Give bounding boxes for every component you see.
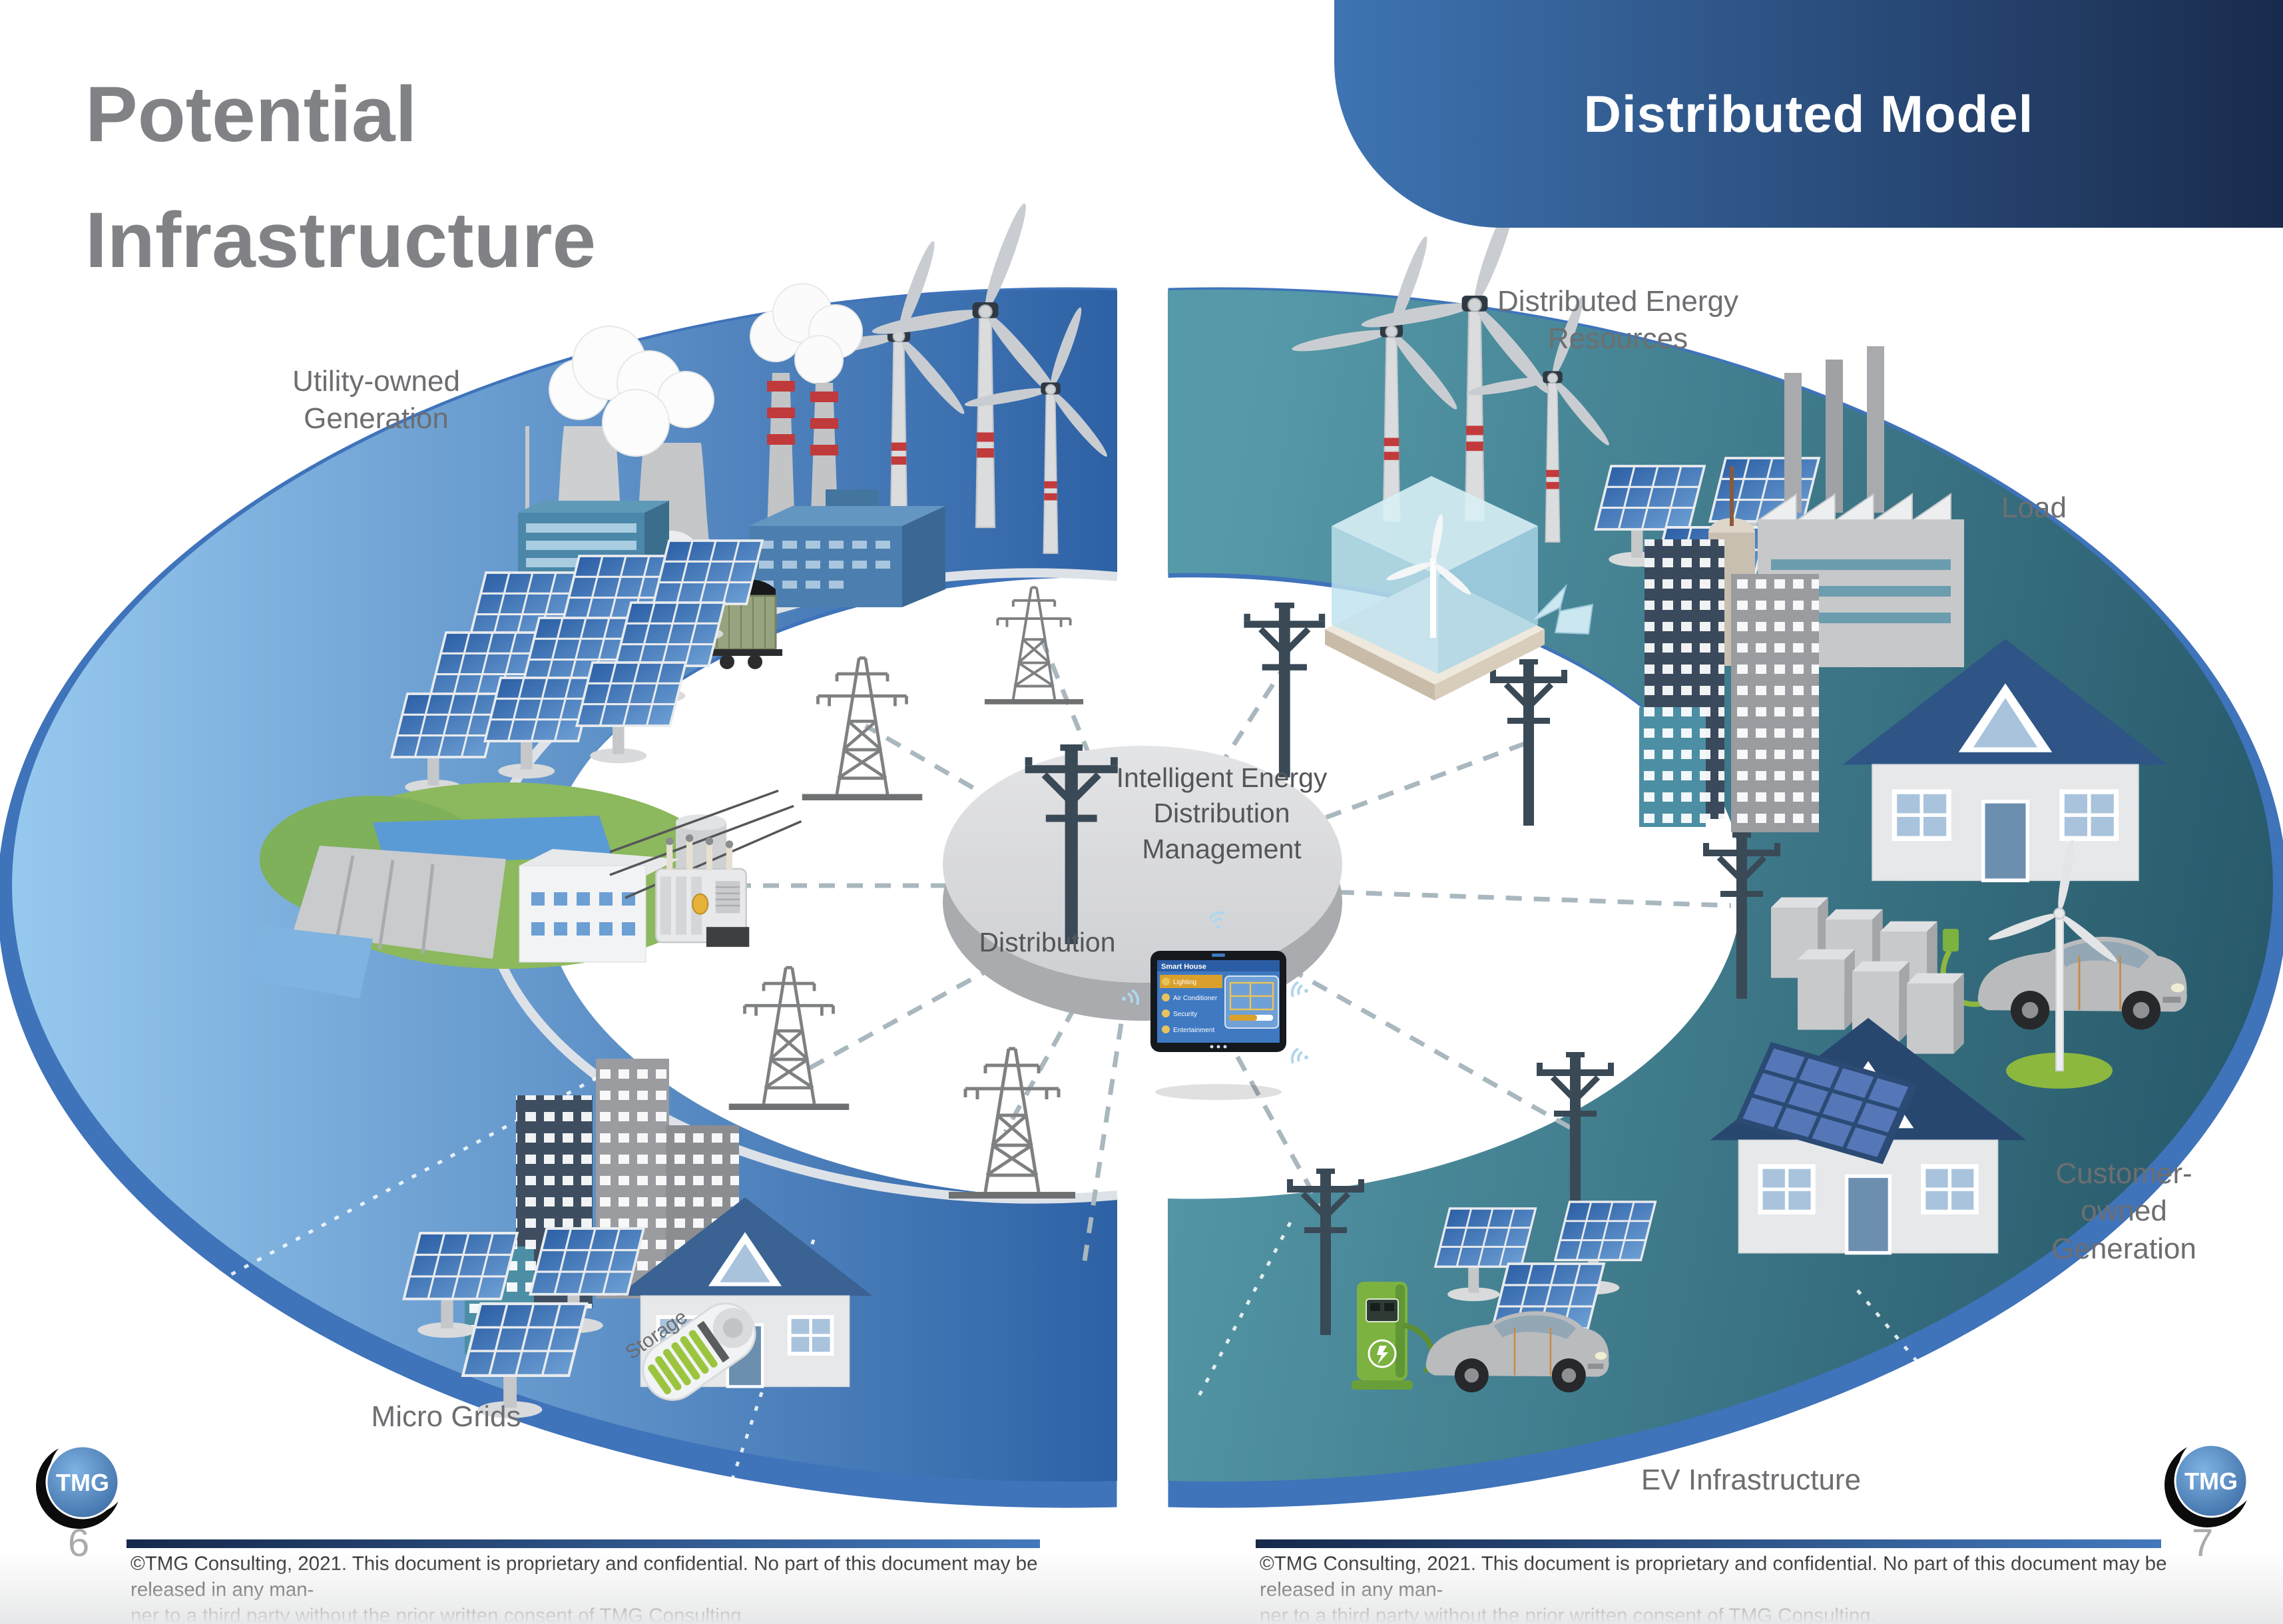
transmission-tower-icon: [983, 586, 1085, 706]
tmg-logo-text: TMG: [2184, 1468, 2238, 1495]
label-distribution: Distribution: [979, 927, 1116, 957]
utility-pole-icon: [1244, 603, 1325, 778]
hydro-dam-icon: [246, 782, 726, 999]
footer-rule-right: [1256, 1539, 2161, 1548]
ev-charging-station-icon: [1352, 1282, 1413, 1390]
micro-grids-icons: Storage: [402, 1059, 873, 1418]
tmg-logo-text: TMG: [56, 1469, 109, 1496]
load-buildings-icon: [1639, 539, 1819, 832]
steam-clouds-icon: [549, 326, 714, 457]
label-utility-owned-generation: Utility-owned Generation: [292, 365, 460, 435]
tmg-logo: TMG: [2164, 1433, 2258, 1527]
tablet-item: Security: [1173, 1011, 1197, 1018]
label-micro-grids: Micro Grids: [371, 1400, 521, 1433]
tablet-title: Smart House: [1161, 963, 1206, 971]
coal-plant-icon: [749, 283, 945, 607]
load-icons: [1639, 346, 2188, 1031]
wifi-icon: [1290, 981, 1310, 998]
utility-generation-icons: [246, 200, 1112, 999]
smart-tablet-icon: Smart House Lighting Air Conditioner Sec…: [1150, 951, 1286, 1052]
transmission-tower-icon: [802, 658, 923, 800]
bottom-fade: [0, 1551, 2283, 1624]
tablet-item: Air Conditioner: [1173, 995, 1218, 1002]
der-icons: [1290, 193, 1820, 700]
solar-roof-house-icon: [1710, 1018, 2026, 1253]
tmg-logo: TMG: [36, 1434, 129, 1529]
powerhouse-icon: [519, 849, 679, 963]
footer-rule-left: [127, 1539, 1040, 1548]
tablet-item: Entertainment: [1173, 1027, 1214, 1034]
nuclear-plant-icon: [518, 326, 716, 596]
label-ev-infrastructure: EV Infrastructure: [1641, 1464, 1862, 1496]
label-distributed-energy-resources: Distributed Energy Resources: [1497, 285, 1738, 356]
utility-pole-icon: [1490, 659, 1567, 826]
transformer-icon: [609, 789, 802, 947]
small-wind-turbine-icon: [1988, 839, 2117, 1089]
label-load: Load: [2001, 491, 2067, 524]
customer-generation-icons: [1710, 839, 2117, 1253]
tablet-item: Lighting: [1173, 979, 1196, 986]
ev-infrastructure-icons: [1352, 1201, 1657, 1394]
page-title: Potential Infrastructure: [85, 71, 597, 284]
center-disc-title: Intelligent Energy Distribution Manageme…: [1116, 762, 1328, 864]
transmission-tower-icon: [949, 1049, 1075, 1199]
roof-solar-panels-icon: [1735, 1042, 1919, 1165]
model-banner: Distributed Model: [1334, 0, 2283, 228]
label-customer-owned-generation: Customer- owned Generation: [2051, 1157, 2196, 1265]
banner-label: Distributed Model: [1583, 84, 2034, 143]
transmission-tower-icon: [729, 967, 850, 1110]
hydro-turbine-box-icon: [1325, 476, 1594, 700]
wifi-icon: [1290, 1047, 1310, 1065]
center-disc: Smart House Lighting Air Conditioner Sec…: [943, 744, 1342, 1100]
